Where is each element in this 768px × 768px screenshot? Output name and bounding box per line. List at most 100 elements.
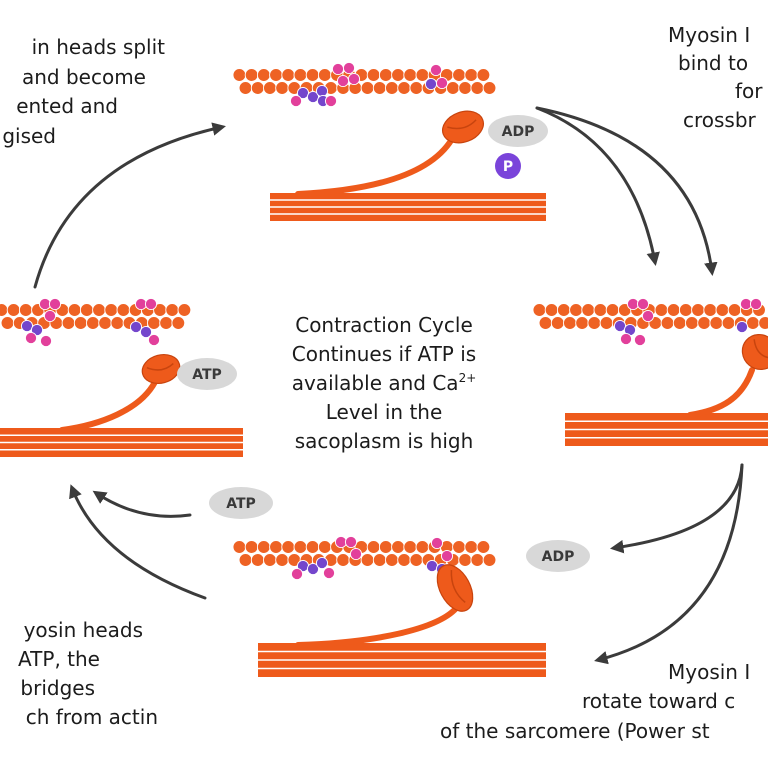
calcium-superscript: 2+: [459, 371, 477, 385]
actin-bead: [244, 540, 259, 554]
actin-bead: [73, 316, 88, 330]
stage-top-energised: [232, 61, 546, 221]
caption-line: ch from actin: [26, 705, 158, 729]
actin-bead: [317, 540, 332, 554]
actin-bead: [482, 553, 497, 567]
adp-ellipse: [526, 540, 590, 572]
actin-bead: [250, 81, 265, 95]
actin-bead: [79, 303, 94, 317]
actin-bead: [250, 553, 265, 567]
actin-bead: [599, 316, 614, 330]
tropomyosin-bead: [315, 84, 329, 98]
troponin-bead: [342, 61, 356, 75]
thick-filament: [0, 428, 243, 457]
actin-bead: [104, 303, 119, 317]
troponin-bead: [440, 549, 454, 563]
myosin-neck: [295, 603, 461, 648]
caption-line: for: [735, 79, 763, 103]
thick-filament: [565, 413, 768, 446]
troponin-bead: [619, 332, 633, 346]
troponin-bead: [739, 297, 753, 311]
troponin-bead: [48, 297, 62, 311]
cycle-arrows: [33, 106, 744, 665]
caption-center: Contraction Cycle Continues if ATP is av…: [292, 313, 477, 453]
thick-filament: [270, 193, 546, 221]
troponin-bead: [347, 72, 361, 86]
phosphate-circle: [495, 153, 521, 179]
actin-bead: [281, 68, 296, 82]
troponin-bead: [39, 334, 53, 348]
actin-bead: [61, 316, 76, 330]
caption-line: crossbr: [683, 108, 757, 132]
actin-bead: [727, 303, 742, 317]
atp-ellipse: [177, 358, 237, 390]
troponin-bead: [435, 76, 449, 90]
center-line: Contraction Cycle: [295, 313, 473, 337]
caption-bottom-right: Myosin I rotate toward c of the sarcomer…: [440, 660, 750, 743]
center-line-calcium: available and Ca2+: [292, 371, 477, 395]
stage-left-atp-bound: [0, 297, 243, 457]
actin-bead: [18, 303, 33, 317]
actin-bead: [0, 303, 9, 317]
stage-bottom-power-stroke: [232, 535, 546, 677]
center-line: Level in the: [326, 400, 443, 424]
actin-bead: [238, 553, 253, 567]
troponin-complex: [289, 61, 449, 108]
arrow-release-adp: [609, 463, 744, 554]
adp-molecule-free: ADP: [526, 540, 590, 572]
myosin-head: [442, 110, 484, 144]
actin-bead: [544, 303, 559, 317]
tropomyosin-bead: [315, 556, 329, 570]
actin-bead: [171, 316, 186, 330]
actin-bead: [110, 316, 125, 330]
troponin-bead: [322, 566, 336, 580]
actin-bead: [538, 316, 553, 330]
actin-bead: [293, 540, 308, 554]
center-line: Continues if ATP is: [292, 342, 476, 366]
actin-bead: [360, 553, 375, 567]
actin-bead: [67, 303, 82, 317]
actin-bead: [721, 316, 736, 330]
troponin-bead: [626, 297, 640, 311]
actin-bead: [709, 316, 724, 330]
actin-bead: [470, 553, 485, 567]
arrow-right-to-bottom: [594, 463, 744, 665]
tropomyosin-bead: [735, 320, 749, 334]
actin-bead: [476, 68, 491, 82]
caption-top-left: in heads split and become ented and gise…: [2, 35, 165, 148]
actin-bead: [575, 316, 589, 330]
actin-bead: [116, 303, 131, 317]
arrow-top-to-right-a: [535, 106, 660, 266]
troponin-bead: [336, 74, 350, 88]
tropomyosin-bead: [20, 319, 34, 333]
troponin-bead: [290, 567, 304, 581]
troponin-bead: [430, 536, 444, 550]
actin-bead: [232, 68, 247, 82]
actin-bead: [385, 81, 399, 95]
actin-bead: [482, 81, 497, 95]
troponin-bead: [344, 535, 358, 549]
actin-bead: [605, 303, 620, 317]
caption-line: Myosin I: [668, 23, 750, 47]
myosin-neck: [295, 136, 455, 197]
actin-bead: [569, 303, 583, 317]
caption-line: bind to: [678, 51, 748, 75]
actin-bead: [452, 540, 466, 554]
actin-bead: [336, 553, 350, 567]
actin-bead: [372, 553, 387, 567]
actin-bead: [556, 303, 571, 317]
actin-bead: [666, 303, 681, 317]
actin-bead: [678, 303, 693, 317]
tropomyosin-bead: [129, 320, 143, 334]
caption-line: yosin heads: [24, 618, 143, 642]
actin-bead: [593, 303, 608, 317]
myosin-head-lobe-divider: [447, 119, 477, 130]
actin-bead: [685, 316, 699, 330]
myosin-head-lobe-divider: [450, 570, 466, 603]
tropomyosin-bead: [425, 559, 439, 573]
atp-molecule-left: ATP: [177, 358, 237, 390]
caption-line: gised: [2, 124, 56, 148]
caption-line: rotate toward c: [582, 689, 735, 713]
actin-bead: [378, 540, 393, 554]
